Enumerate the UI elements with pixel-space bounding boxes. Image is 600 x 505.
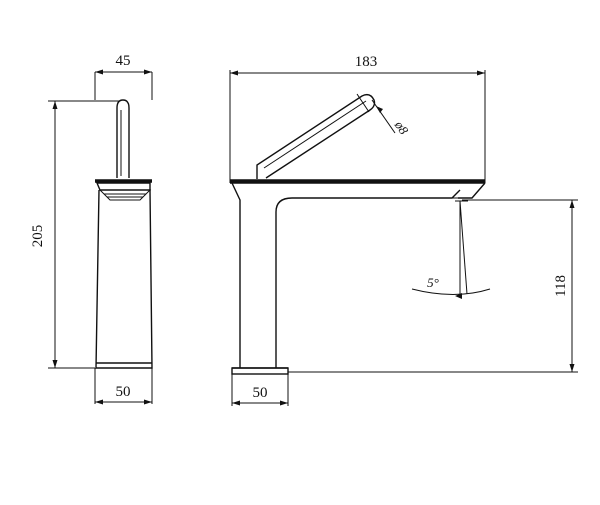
- front-view: 183 ø8: [229, 54, 578, 406]
- dimension-front-base: 50: [231, 374, 289, 406]
- handle-diameter-label: ø8: [391, 117, 412, 137]
- front-handle: ø8: [256, 93, 412, 179]
- spout-height-label: 118: [553, 275, 569, 297]
- front-top-plate: [230, 179, 485, 184]
- side-base-label: 50: [116, 384, 131, 400]
- top-width-label: 45: [116, 53, 131, 69]
- dimension-top-width: 45: [94, 53, 153, 100]
- dimension-side-base: 50: [94, 368, 153, 405]
- water-stream: 5°: [411, 200, 491, 299]
- total-height-label: 205: [30, 225, 46, 248]
- front-base-label: 50: [253, 385, 268, 401]
- side-body: [95, 189, 153, 369]
- dimension-total-height: 205: [30, 100, 120, 369]
- dimension-overall-length: 183: [229, 54, 486, 183]
- angle-label: 5°: [427, 275, 439, 290]
- front-body: [231, 182, 486, 375]
- side-top-cap: [95, 179, 152, 201]
- side-handle: [116, 99, 130, 178]
- side-view: 45 205: [30, 53, 153, 405]
- overall-length-label: 183: [355, 54, 378, 70]
- dimension-spout-height: 118: [288, 199, 578, 373]
